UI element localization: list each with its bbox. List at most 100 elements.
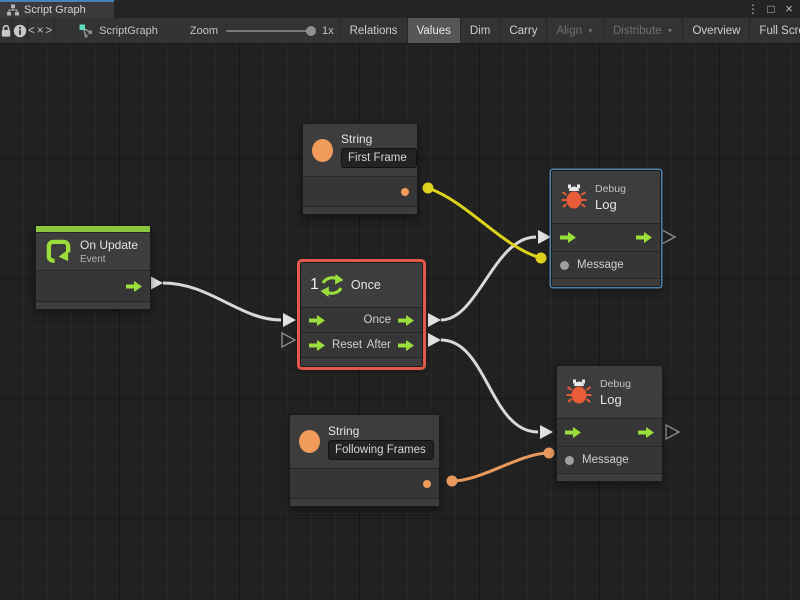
node-header: Debug Log: [557, 366, 662, 418]
cycle-arrows-icon: [320, 273, 344, 297]
window-controls: ⋮ □ ×: [744, 0, 798, 18]
graph-canvas[interactable]: String Debug: [0, 44, 800, 600]
wire-string-following-to-message[interactable]: [451, 451, 550, 483]
string-first-output-marker[interactable]: [422, 182, 434, 194]
wire-string-first-to-message[interactable]: [427, 186, 542, 260]
once-flow-input-marker[interactable]: [283, 313, 296, 327]
node-subtitle: Event: [80, 254, 106, 265]
once-output-label: Once: [363, 314, 392, 326]
string-value-input[interactable]: [328, 439, 434, 460]
flow-output-arrow-icon[interactable]: [126, 280, 142, 292]
graph-name-label: ScriptGraph: [69, 18, 168, 43]
debug-top-flow-input-marker[interactable]: [538, 230, 551, 244]
flow-output-arrow-icon[interactable]: [636, 232, 652, 243]
distribute-dropdown[interactable]: Distribute ▼: [604, 18, 684, 43]
node-title: Once: [350, 278, 381, 292]
flow-row: [552, 223, 660, 251]
wire-onupdate-to-once[interactable]: [162, 281, 282, 322]
script-graph-icon: [79, 24, 93, 37]
node-string-first-frame[interactable]: String: [302, 123, 418, 215]
message-row: Message: [557, 446, 662, 473]
message-input-port[interactable]: [565, 455, 574, 465]
info-button[interactable]: [13, 18, 28, 43]
flow-output-arrow-icon[interactable]: [398, 339, 414, 351]
dim-button[interactable]: Dim: [461, 18, 501, 43]
toolbar-right-group: Relations Values Dim Carry Align ▼ Distr…: [339, 18, 800, 43]
once-count: 1: [310, 276, 319, 293]
maximize-icon[interactable]: □: [767, 2, 775, 16]
node-header: On Update Event: [36, 233, 150, 270]
zoom-control: Zoom 1x: [184, 18, 340, 43]
node-category: Debug: [600, 377, 631, 390]
node-on-update[interactable]: On Update Event: [35, 225, 151, 310]
onupdate-output-port-marker[interactable]: [150, 276, 163, 290]
debug-top-message-input-marker[interactable]: [535, 252, 547, 264]
once-reset-input-marker[interactable]: [281, 331, 297, 349]
string-value-icon: [312, 138, 333, 162]
node-header: Debug Log: [552, 171, 660, 223]
flow-output-arrow-icon[interactable]: [638, 427, 654, 438]
flow-input-arrow-icon[interactable]: [309, 339, 325, 351]
align-dropdown[interactable]: Align ▼: [547, 18, 604, 43]
output-row: [290, 468, 439, 498]
debug-bottom-message-input-marker[interactable]: [543, 447, 555, 459]
graph-toolbar: <×> ScriptGraph Zoom 1x Relations Values…: [0, 18, 800, 44]
full-screen-button[interactable]: Full Screen: [759, 24, 800, 37]
close-icon[interactable]: ×: [785, 1, 793, 16]
relations-button[interactable]: Relations: [339, 18, 408, 43]
value-output-port[interactable]: [401, 187, 409, 196]
message-label: Message: [582, 454, 629, 466]
flow-input-arrow-icon[interactable]: [565, 427, 581, 438]
flow-row: [36, 270, 150, 301]
flow-input-arrow-icon[interactable]: [560, 232, 576, 243]
node-footer: [303, 206, 417, 214]
debug-bottom-flow-output-marker[interactable]: [665, 423, 681, 441]
zoom-slider-handle[interactable]: [305, 25, 316, 36]
tab-bar: Script Graph ⋮ □ ×: [0, 0, 800, 18]
debug-top-flow-output-marker[interactable]: [661, 228, 677, 246]
tab-script-graph[interactable]: Script Graph: [0, 0, 114, 18]
wire-layer: [150, 182, 681, 487]
value-output-port[interactable]: [423, 479, 431, 488]
wire-once-to-debug-top[interactable]: [440, 235, 537, 322]
lock-button[interactable]: [0, 18, 13, 43]
node-footer: [36, 301, 150, 309]
node-footer: [301, 357, 422, 366]
chevron-down-icon: ▼: [587, 28, 594, 35]
tab-title: Script Graph: [24, 4, 86, 16]
once-once-output-marker[interactable]: [428, 313, 441, 327]
distribute-label: Distribute: [612, 24, 662, 37]
string-value-input[interactable]: [341, 148, 417, 168]
message-label: Message: [577, 259, 624, 271]
node-header: String: [303, 124, 417, 176]
values-button[interactable]: Values: [407, 18, 461, 43]
overview-button[interactable]: Overview: [683, 18, 751, 43]
node-title: String: [328, 423, 360, 438]
flow-input-arrow-icon[interactable]: [309, 314, 325, 326]
window-menu-icon[interactable]: ⋮: [747, 2, 759, 16]
string-following-output-marker[interactable]: [446, 475, 458, 487]
carry-button[interactable]: Carry: [500, 18, 548, 43]
debug-bottom-flow-input-marker[interactable]: [540, 425, 553, 439]
flow-output-arrow-icon[interactable]: [398, 314, 414, 326]
node-debug-log-bottom[interactable]: Debug Log Message: [556, 365, 663, 482]
wire-once-to-debug-bottom[interactable]: [440, 338, 539, 434]
node-debug-log-top[interactable]: Debug Log Message: [551, 170, 661, 287]
chevron-down-icon: ▼: [666, 28, 674, 35]
zoom-slider[interactable]: [225, 25, 316, 36]
code-view-button[interactable]: <×>: [28, 18, 56, 43]
reset-input-label: Reset: [332, 339, 363, 351]
node-once[interactable]: 1 Once Once Reset: [300, 262, 423, 367]
reset-after-row: Reset After: [301, 332, 422, 357]
node-title: On Update: [80, 238, 139, 252]
node-footer: [290, 498, 439, 506]
output-row: [303, 176, 417, 206]
message-input-port[interactable]: [560, 260, 569, 270]
string-value-icon: [299, 430, 320, 453]
node-string-following-frames[interactable]: String: [289, 414, 440, 507]
once-icon: 1: [310, 273, 344, 297]
graph-name-text: ScriptGraph: [99, 24, 158, 37]
align-label: Align: [556, 24, 583, 37]
once-after-output-marker[interactable]: [428, 333, 441, 347]
node-header: String: [290, 415, 439, 468]
